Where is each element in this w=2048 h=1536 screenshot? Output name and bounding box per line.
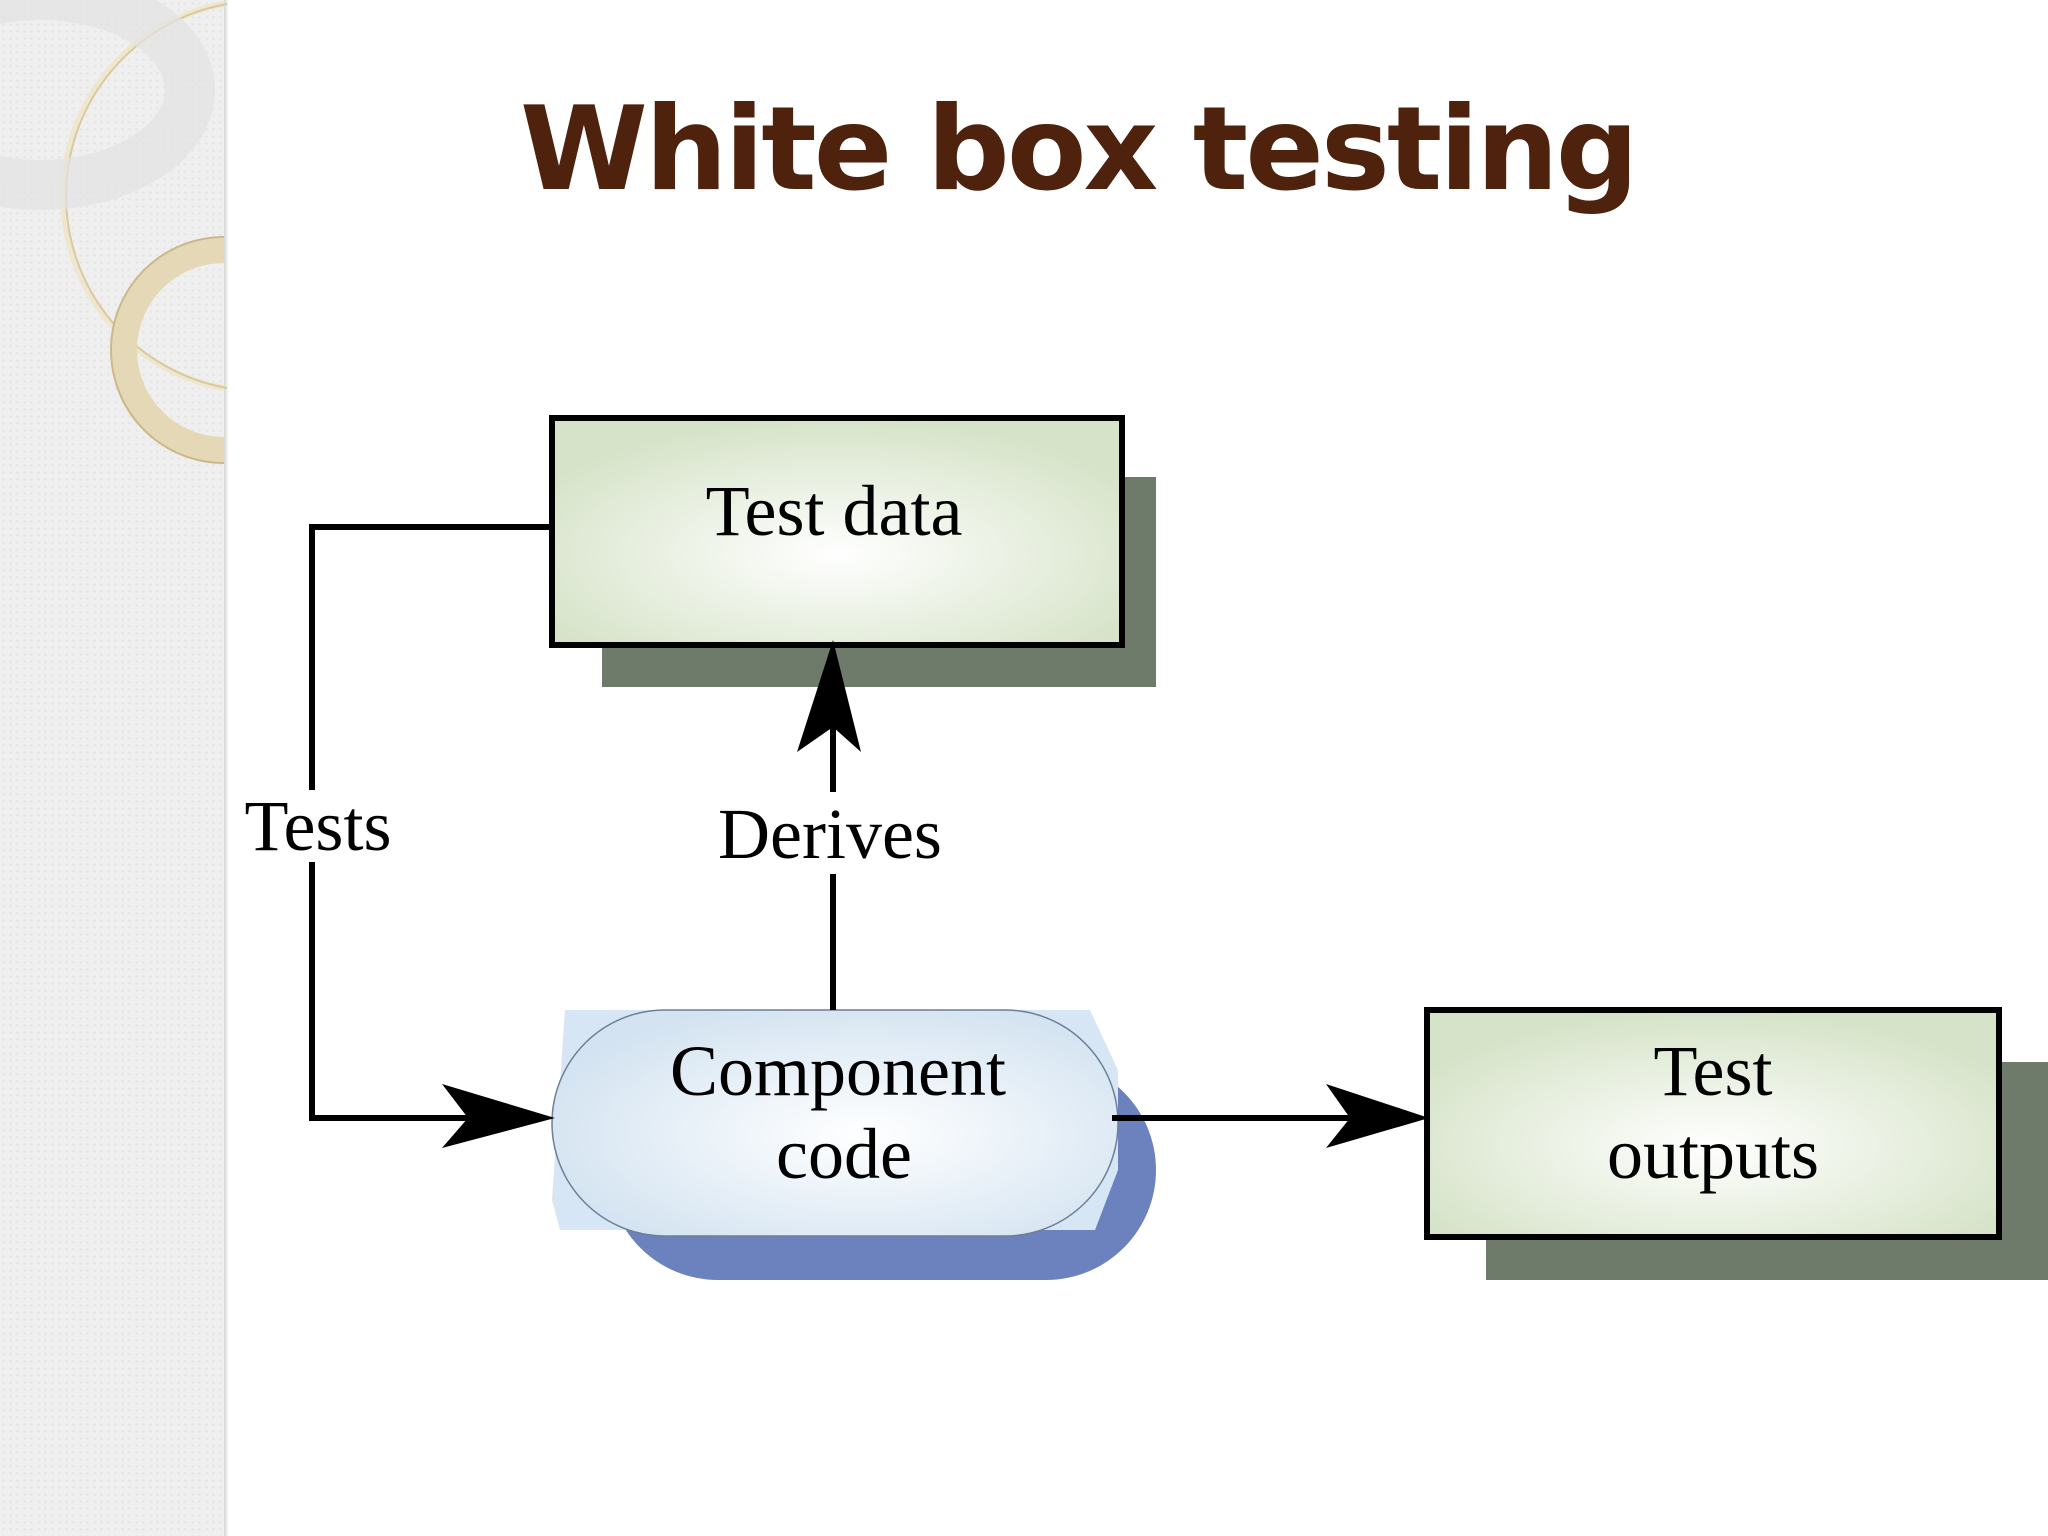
slide-title: White box testing xyxy=(520,82,1639,217)
test-outputs-label-line2: outputs xyxy=(1607,1114,1819,1194)
test-data-box xyxy=(549,415,1125,648)
tests-edge-arrowhead xyxy=(442,1084,555,1148)
test-outputs-node: Test outputs xyxy=(1424,1007,2048,1280)
derives-edge-arrowhead xyxy=(797,640,861,752)
component-code-label-line2: code xyxy=(776,1114,912,1194)
tests-edge: Tests xyxy=(245,524,555,1148)
component-code-node: Component code xyxy=(551,1009,1156,1280)
test-data-node: Test data xyxy=(549,415,1156,687)
derives-edge: Derives xyxy=(718,640,942,1010)
test-outputs-box xyxy=(1424,1007,2002,1240)
tests-edge-line-top xyxy=(309,524,552,790)
outputs-edge xyxy=(1112,1084,1429,1148)
derives-edge-label: Derives xyxy=(718,794,942,874)
ring-medium-outline xyxy=(110,236,225,464)
test-outputs-label-line1: Test xyxy=(1654,1031,1773,1111)
test-data-label: Test data xyxy=(706,471,963,551)
ring-shade xyxy=(0,0,215,210)
tests-edge-label: Tests xyxy=(245,786,392,866)
component-code-label-line1: Component xyxy=(670,1031,1006,1111)
tests-edge-line-bottom xyxy=(309,862,500,1121)
side-panel-edge xyxy=(224,0,229,1536)
ring-medium xyxy=(111,237,225,463)
outputs-edge-arrowhead xyxy=(1326,1084,1429,1148)
decorative-rings xyxy=(0,0,228,464)
